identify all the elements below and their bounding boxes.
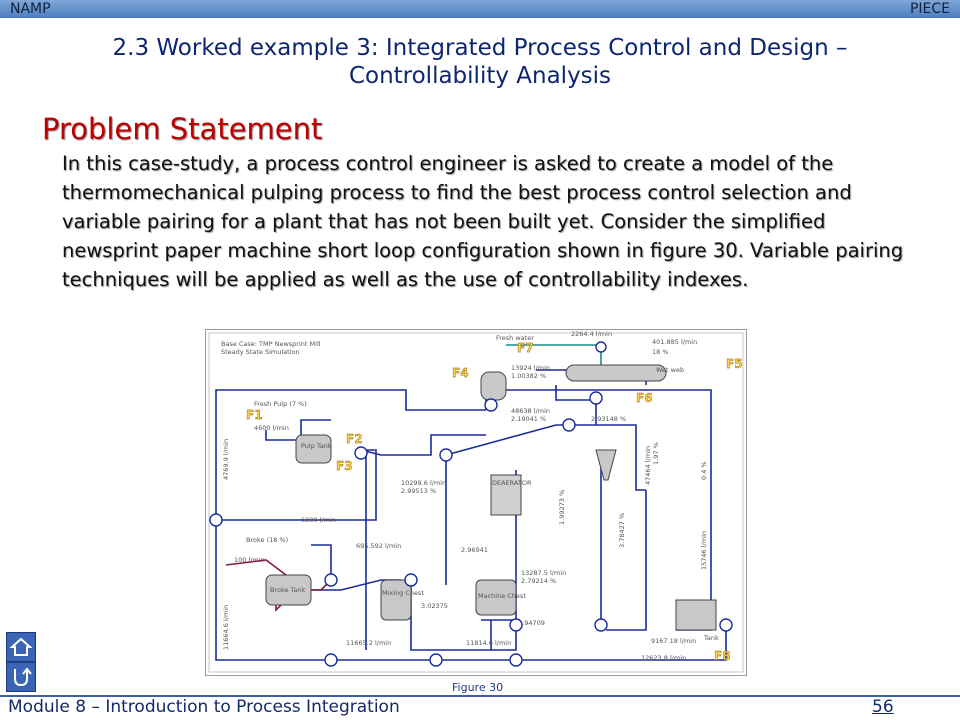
home-button[interactable]: [6, 632, 36, 662]
marker-f3: F3: [336, 459, 353, 473]
svg-text:100 l/min: 100 l/min: [234, 556, 265, 564]
marker-f2: F2: [346, 432, 363, 446]
svg-text:2.79214 %: 2.79214 %: [521, 577, 556, 585]
header-right-label: PIECE: [909, 1, 950, 17]
svg-text:18 %: 18 %: [652, 348, 669, 356]
footer-module-label: Module 8 – Introduction to Process Integ…: [8, 697, 400, 717]
unit-operations: [265, 364, 717, 631]
home-icon: [9, 637, 33, 656]
svg-text:2.94709: 2.94709: [518, 619, 545, 627]
marker-f6: F6: [636, 391, 653, 405]
svg-text:4769.9 l/min: 4769.9 l/min: [222, 439, 230, 480]
svg-text:48638 l/min: 48638 l/min: [511, 407, 550, 415]
diagram-title-1: Base Case: TMP Newsprint Mill: [221, 340, 321, 348]
svg-text:3.02375: 3.02375: [421, 602, 448, 610]
svg-text:11664.6 l/min: 11664.6 l/min: [222, 605, 230, 650]
svg-text:2.99513 %: 2.99513 %: [401, 487, 436, 495]
svg-text:4600 l/min: 4600 l/min: [254, 424, 289, 432]
svg-text:9167.18 l/min: 9167.18 l/min: [651, 637, 696, 645]
header-left-label: NAMP: [10, 1, 51, 17]
svg-text:401.885 l/min: 401.885 l/min: [652, 338, 697, 346]
figure-caption: Figure 30: [452, 681, 504, 694]
process-flow-svg: Base Case: TMP Newsprint Mill Steady Sta…: [208, 330, 744, 673]
section-heading: Problem Statement: [42, 112, 323, 146]
process-flow-diagram: Base Case: TMP Newsprint Mill Steady Sta…: [205, 329, 747, 676]
svg-text:6300 l/min: 6300 l/min: [301, 516, 336, 524]
tank-label: Tank: [703, 634, 719, 642]
svg-text:47464 l/min: 47464 l/min: [644, 446, 652, 485]
marker-f4: F4: [452, 366, 469, 380]
back-button[interactable]: [6, 662, 36, 692]
svg-text:1.99273 %: 1.99273 %: [558, 490, 566, 525]
wet-web-label: Wet web: [656, 366, 684, 374]
svg-text:15746 l/min: 15746 l/min: [700, 531, 708, 570]
stream-values: 4600 l/min 100 l/min 2264.4 l/min 401.88…: [222, 330, 708, 662]
marker-f7: F7: [517, 341, 534, 355]
svg-text:11665.2 l/min: 11665.2 l/min: [346, 639, 391, 647]
svg-text:0.4 %: 0.4 %: [700, 461, 708, 480]
machine-chest-label: Machine Chest: [478, 592, 526, 600]
svg-text:2.93148 %: 2.93148 %: [591, 415, 626, 423]
fresh-water-pipe: [506, 344, 602, 365]
header-bar: NAMP PIECE: [0, 0, 960, 18]
back-icon: [14, 667, 32, 687]
svg-text:1.97 %: 1.97 %: [652, 442, 660, 465]
deaerator-label: DEAERATOR: [492, 479, 532, 487]
slide-title: 2.3 Worked example 3: Integrated Process…: [112, 35, 848, 89]
svg-text:13924 l/min: 13924 l/min: [511, 364, 550, 372]
pulp-tank-label: Pulp Tank: [301, 442, 332, 450]
svg-text:13287.5 l/min: 13287.5 l/min: [521, 569, 566, 577]
svg-text:11814.6 l/min: 11814.6 l/min: [466, 639, 511, 647]
footer-divider: [0, 695, 960, 697]
svg-text:1.00382 %: 1.00382 %: [511, 372, 546, 380]
marker-f1: F1: [246, 408, 263, 422]
diagram-frame: [208, 332, 744, 673]
svg-text:10299.6 l/min: 10299.6 l/min: [401, 479, 446, 487]
body-paragraph: In this case-study, a process control en…: [62, 152, 904, 291]
broke-tank-label: Broke Tank: [270, 586, 306, 594]
svg-text:2264.4 l/min: 2264.4 l/min: [571, 330, 612, 338]
svg-text:2.96941: 2.96941: [461, 546, 488, 554]
svg-text:2.19041 %: 2.19041 %: [511, 415, 546, 423]
pumps: [209, 341, 733, 667]
svg-text:12623.8 l/min: 12623.8 l/min: [641, 654, 686, 662]
page-number: 56: [872, 697, 894, 717]
process-pipes: [215, 369, 727, 661]
diagram-title-2: Steady State Simulation: [221, 348, 300, 356]
svg-text:695.592 l/min: 695.592 l/min: [356, 542, 401, 550]
fresh-pulp-label: Fresh Pulp (7 %): [254, 400, 307, 408]
marker-f5: F5: [726, 357, 743, 371]
svg-text:3.78427 %: 3.78427 %: [618, 513, 626, 548]
fresh-water-label: Fresh water: [496, 334, 534, 342]
broke-label: Broke (18 %): [246, 536, 288, 544]
marker-f8: F8: [714, 649, 731, 663]
mixing-chest-label: Mixing Chest: [382, 589, 424, 597]
